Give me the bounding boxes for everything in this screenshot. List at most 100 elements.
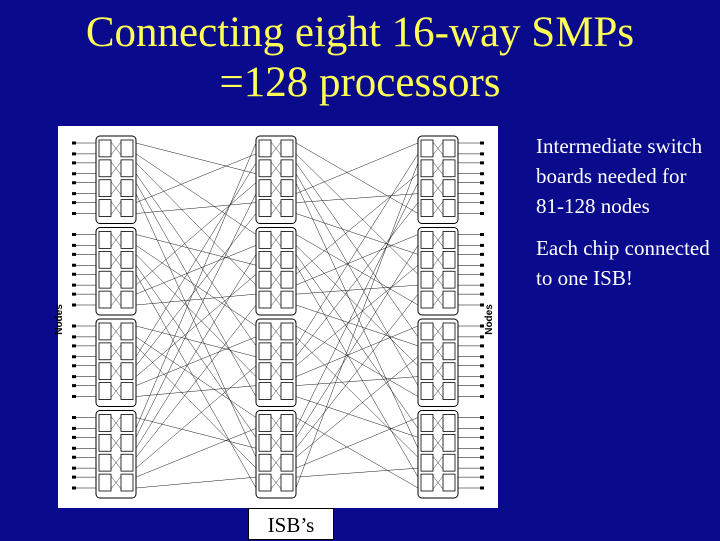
chip: [421, 323, 433, 340]
chip: [99, 363, 111, 380]
bullet-intermediate-switch: Intermediate switch boards needed for 81…: [536, 131, 716, 221]
node-port: [480, 427, 484, 430]
node-port: [480, 364, 484, 367]
chip: [121, 415, 133, 432]
node-port: [72, 364, 76, 367]
node-port: [480, 395, 484, 398]
chip: [99, 415, 111, 432]
chip: [443, 232, 455, 249]
node-port: [480, 273, 484, 276]
node-port: [480, 244, 484, 247]
isb-link: [296, 357, 418, 458]
chip: [99, 323, 111, 340]
switch-network-svg: [58, 126, 498, 508]
node-port: [72, 181, 76, 184]
isb-link: [296, 377, 418, 386]
chip: [121, 271, 133, 288]
isb-link: [296, 154, 418, 274]
isb-link: [136, 337, 256, 418]
chip: [421, 271, 433, 288]
chip: [121, 140, 133, 157]
chip: [421, 454, 433, 471]
node-port: [72, 427, 76, 430]
node-port: [72, 355, 76, 358]
node-port: [480, 335, 484, 338]
node-port: [72, 284, 76, 287]
chip: [443, 200, 455, 217]
node-port: [480, 233, 484, 236]
node-port: [72, 172, 76, 175]
chip: [281, 291, 293, 308]
chip: [443, 140, 455, 157]
chip: [99, 140, 111, 157]
chip: [259, 415, 271, 432]
chip: [281, 474, 293, 491]
node-port: [480, 152, 484, 155]
chip: [259, 291, 271, 308]
node-port: [480, 375, 484, 378]
node-port: [72, 416, 76, 419]
chip: [259, 454, 271, 471]
isb-link: [296, 143, 418, 214]
chip: [259, 200, 271, 217]
chip: [99, 271, 111, 288]
node-port: [72, 325, 76, 328]
title-line-2: =128 processors: [0, 58, 720, 108]
chip: [259, 343, 271, 360]
node-port: [480, 416, 484, 419]
node-port: [72, 447, 76, 450]
chip: [259, 180, 271, 197]
chip: [121, 454, 133, 471]
chip: [281, 415, 293, 432]
chip: [259, 160, 271, 177]
chip: [121, 180, 133, 197]
chip: [443, 271, 455, 288]
isb-link: [296, 326, 418, 397]
isb-link: [296, 235, 418, 306]
node-port: [72, 436, 76, 439]
chip: [421, 232, 433, 249]
chip: [421, 474, 433, 491]
chip: [281, 140, 293, 157]
chip: [281, 232, 293, 249]
chip: [281, 180, 293, 197]
chip: [443, 363, 455, 380]
chip: [99, 291, 111, 308]
chip: [443, 454, 455, 471]
node-port: [72, 344, 76, 347]
node-port: [72, 192, 76, 195]
isb-link: [136, 163, 256, 285]
node-port: [480, 142, 484, 145]
chip: [281, 343, 293, 360]
isb-link: [136, 154, 256, 203]
chip: [421, 291, 433, 308]
left-nodes-label: Nodes: [54, 304, 65, 335]
node-port: [480, 161, 484, 164]
chip: [281, 323, 293, 340]
chip: [281, 454, 293, 471]
chip: [259, 474, 271, 491]
chip: [421, 343, 433, 360]
chip: [99, 200, 111, 217]
isb-link: [136, 154, 256, 235]
node-port: [72, 152, 76, 155]
isb-link: [296, 194, 418, 203]
chip: [281, 363, 293, 380]
chip: [99, 232, 111, 249]
chip: [121, 251, 133, 268]
node-port: [480, 253, 484, 256]
network-diagram: Nodes Nodes: [58, 126, 498, 508]
node-port: [72, 395, 76, 398]
node-port: [72, 233, 76, 236]
chip: [421, 140, 433, 157]
chip: [443, 160, 455, 177]
node-port: [72, 293, 76, 296]
chip: [99, 251, 111, 268]
node-port: [480, 181, 484, 184]
isb-link: [136, 203, 256, 214]
node-port: [72, 212, 76, 215]
chip: [259, 251, 271, 268]
chip: [421, 180, 433, 197]
chip: [281, 160, 293, 177]
chip: [421, 415, 433, 432]
